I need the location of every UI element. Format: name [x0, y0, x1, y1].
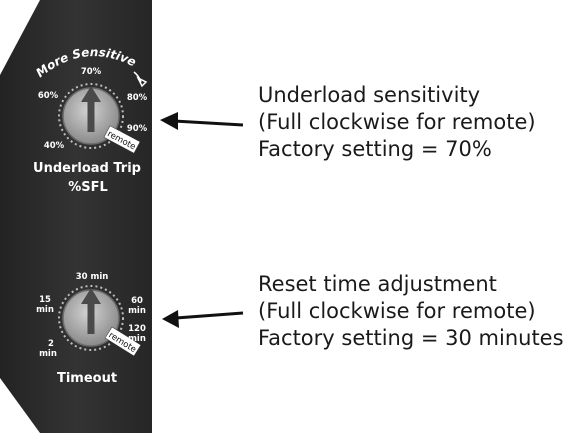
- timeout-knob-arrow-icon: [81, 288, 101, 304]
- reset-callout: Reset time adjustment (Full clockwise fo…: [258, 271, 564, 352]
- sensitivity-callout-line1: Underload sensitivity: [258, 83, 481, 107]
- underload-units-label: %SFL: [68, 180, 108, 195]
- underload-tick-40: 40%: [44, 141, 65, 151]
- reset-callout-line3: Factory setting = 30 minutes: [258, 326, 564, 350]
- sensitivity-callout: Underload sensitivity (Full clockwise fo…: [258, 82, 536, 163]
- timeout-dial[interactable]: [58, 285, 124, 351]
- reset-callout-line2: (Full clockwise for remote): [258, 299, 536, 323]
- timeout-tick-15-unit: min: [36, 305, 54, 315]
- timeout-tick-2-unit: min: [39, 349, 57, 359]
- sensitivity-callout-line2: (Full clockwise for remote): [258, 110, 536, 134]
- clockwise-arrow-icon: [133, 71, 148, 88]
- underload-tick-60: 60%: [38, 91, 59, 101]
- timeout-tick-15: 15: [39, 295, 51, 305]
- reset-arrow-icon: [162, 310, 244, 328]
- reset-callout-line1: Reset time adjustment: [258, 272, 497, 296]
- underload-knob-stem: [87, 100, 95, 132]
- timeout-title: Timeout: [57, 371, 117, 386]
- sensitivity-callout-line3: Factory setting = 70%: [258, 137, 492, 161]
- timeout-tick-2: 2: [48, 339, 54, 349]
- underload-tick-70: 70%: [81, 67, 102, 77]
- underload-tick-90: 90%: [127, 124, 148, 134]
- sensitivity-arrow-icon: [160, 112, 244, 130]
- timeout-tick-60: 60: [131, 296, 143, 306]
- timeout-tick-60-unit: min: [128, 306, 146, 316]
- timeout-tick-120: 120: [128, 324, 146, 334]
- underload-dial[interactable]: [58, 83, 124, 149]
- underload-trip-title: Underload Trip: [33, 161, 141, 176]
- underload-knob-arrow-icon: [81, 86, 101, 102]
- timeout-tick-120-unit: min: [128, 334, 146, 344]
- timeout-knob-stem: [87, 302, 95, 334]
- timeout-tick-30: 30 min: [76, 272, 109, 282]
- underload-tick-80: 80%: [127, 93, 148, 103]
